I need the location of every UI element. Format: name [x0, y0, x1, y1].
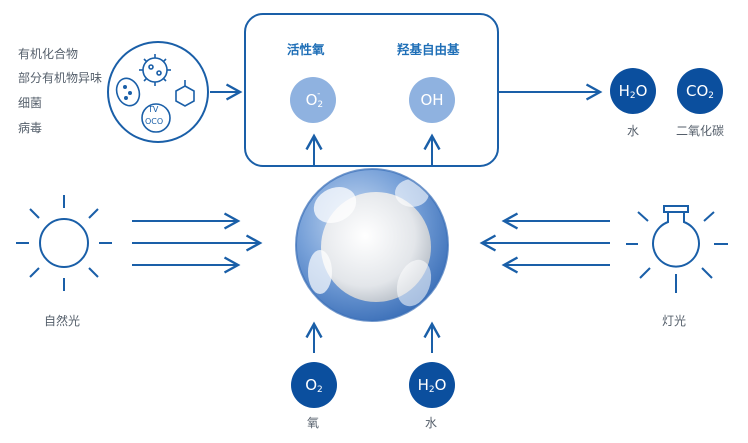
water-sub: 2 [629, 91, 636, 101]
catalyst-sphere [295, 168, 449, 322]
radicals-box [244, 13, 499, 167]
pollutant-odor: 部分有机物异味 [18, 71, 103, 85]
co2-product-label: 二氧化碳 [676, 124, 725, 138]
tv-blob-icon [141, 103, 171, 133]
oco-text: OCO [145, 117, 164, 126]
water-h: H [618, 82, 630, 100]
water-input-h: H [417, 376, 429, 394]
pollutant-virus: 病毒 [18, 121, 43, 135]
sunlight-label: 自然光 [44, 314, 81, 328]
water-product-label: 水 [627, 124, 640, 138]
water-input-sub: 2 [428, 385, 435, 395]
superoxide-charge: - [317, 89, 321, 99]
microbe-illustration [107, 41, 209, 143]
virus-icon [139, 54, 171, 86]
superoxide-symbol: O [305, 91, 318, 109]
oxygen-symbol: O [305, 376, 318, 394]
tv-text: TV [148, 105, 159, 114]
water-input-o: O [434, 376, 447, 394]
pollutant-organic-compounds: 有机化合物 [18, 47, 79, 61]
lamp-icon [626, 205, 728, 293]
sun-icon [16, 195, 112, 291]
oxygen-input-label: 氧 [307, 416, 320, 430]
water-o: O [635, 82, 648, 100]
superoxide-subscript: 2 [317, 100, 324, 110]
superoxide-heading: 活性氧 [287, 42, 325, 57]
pollutant-bacteria: 细菌 [18, 96, 43, 110]
co2-sub: 2 [708, 91, 714, 101]
bacteria-icon [115, 77, 141, 107]
lamplight-label: 灯光 [662, 314, 687, 328]
hydroxyl-heading: 羟基自由基 [397, 42, 460, 57]
molecule-icon [175, 80, 195, 107]
oxygen-sub: 2 [317, 385, 323, 395]
hydroxyl-radical: OH [409, 77, 455, 123]
water-input-label: 水 [425, 416, 438, 430]
co2-symbol: CO [685, 82, 709, 100]
